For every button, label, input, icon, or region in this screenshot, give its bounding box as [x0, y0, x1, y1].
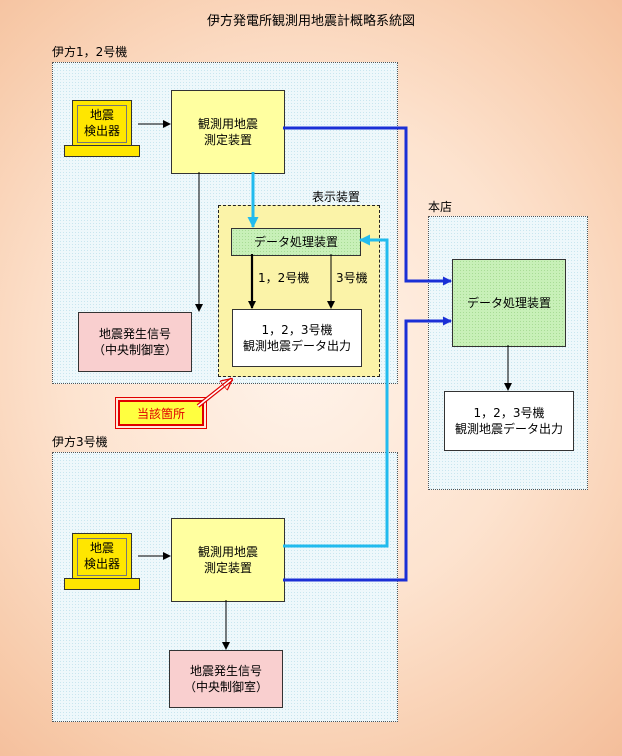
data-processing-device-head-office: データ処理装置: [452, 259, 566, 347]
display-device-label: 表示装置: [312, 190, 361, 204]
sensor-label-line1: 地震: [89, 108, 114, 123]
processing-label: データ処理装置: [253, 234, 338, 249]
signal-label-line1: 地震発生信号: [98, 326, 171, 341]
earthquake-signal-units12: 地震発生信号 （中央制御室）: [78, 312, 192, 372]
line-label-unit3: 3号機: [336, 271, 368, 285]
signal-label-line2: （中央制御室）: [183, 680, 268, 694]
measuring-device-units12: 観測用地震 測定装置: [171, 90, 285, 174]
region-label-units12: 伊方1，2号機: [52, 45, 128, 59]
seismic-sensor-unit3: 地震 検出器: [72, 533, 132, 581]
seismic-sensor-units12: 地震 検出器: [72, 100, 132, 148]
sensor-label-line2: 検出器: [83, 557, 120, 571]
sensor-frame: [77, 105, 127, 143]
measuring-label-line2: 測定装置: [203, 133, 252, 147]
callout-arrow-inner: [197, 379, 232, 407]
sensor-label-line2: 検出器: [83, 124, 120, 138]
callout-affected-location: 当該箇所: [115, 397, 207, 429]
measuring-label-line1: 観測用地震: [197, 544, 258, 559]
sensor-base-unit3: [64, 578, 140, 590]
data-output-head-office: 1，2，3号機 観測地震データ出力: [444, 391, 574, 451]
output-label-line2: 観測地震データ出力: [242, 339, 351, 353]
callout-label: 当該箇所: [136, 406, 185, 421]
signal-label-line1: 地震発生信号: [189, 663, 262, 678]
region-label-head-office: 本店: [428, 200, 453, 214]
output-label-line1: 1，2，3号機: [261, 322, 333, 337]
ho-output-label-line2: 観測地震データ出力: [454, 422, 563, 436]
ho-processing-label: データ処理装置: [466, 295, 551, 310]
data-output-display: 1，2，3号機 観測地震データ出力: [232, 309, 362, 367]
measuring-label-line2: 測定装置: [203, 561, 252, 575]
sensor-base-units12: [64, 145, 140, 157]
arrow-units12-to-head-office: [283, 126, 452, 286]
signal-label-line2: （中央制御室）: [92, 343, 177, 357]
earthquake-signal-unit3: 地震発生信号 （中央制御室）: [169, 650, 283, 708]
arrow-unit3-to-head-office: [283, 316, 452, 582]
sensor-frame: [77, 538, 127, 576]
data-processing-device-display: データ処理装置: [231, 228, 361, 256]
region-label-unit3: 伊方3号機: [52, 435, 108, 449]
diagram-title: 伊方発電所観測用地震計概略系統図: [206, 14, 415, 29]
measuring-label-line1: 観測用地震: [197, 116, 258, 131]
line-label-units12: 1，2号機: [258, 271, 310, 285]
measuring-device-unit3: 観測用地震 測定装置: [171, 518, 285, 602]
arrow-unit3-to-display-processing: [283, 234, 389, 548]
ho-output-label-line1: 1，2，3号機: [473, 405, 545, 420]
sensor-label-line1: 地震: [89, 541, 114, 556]
